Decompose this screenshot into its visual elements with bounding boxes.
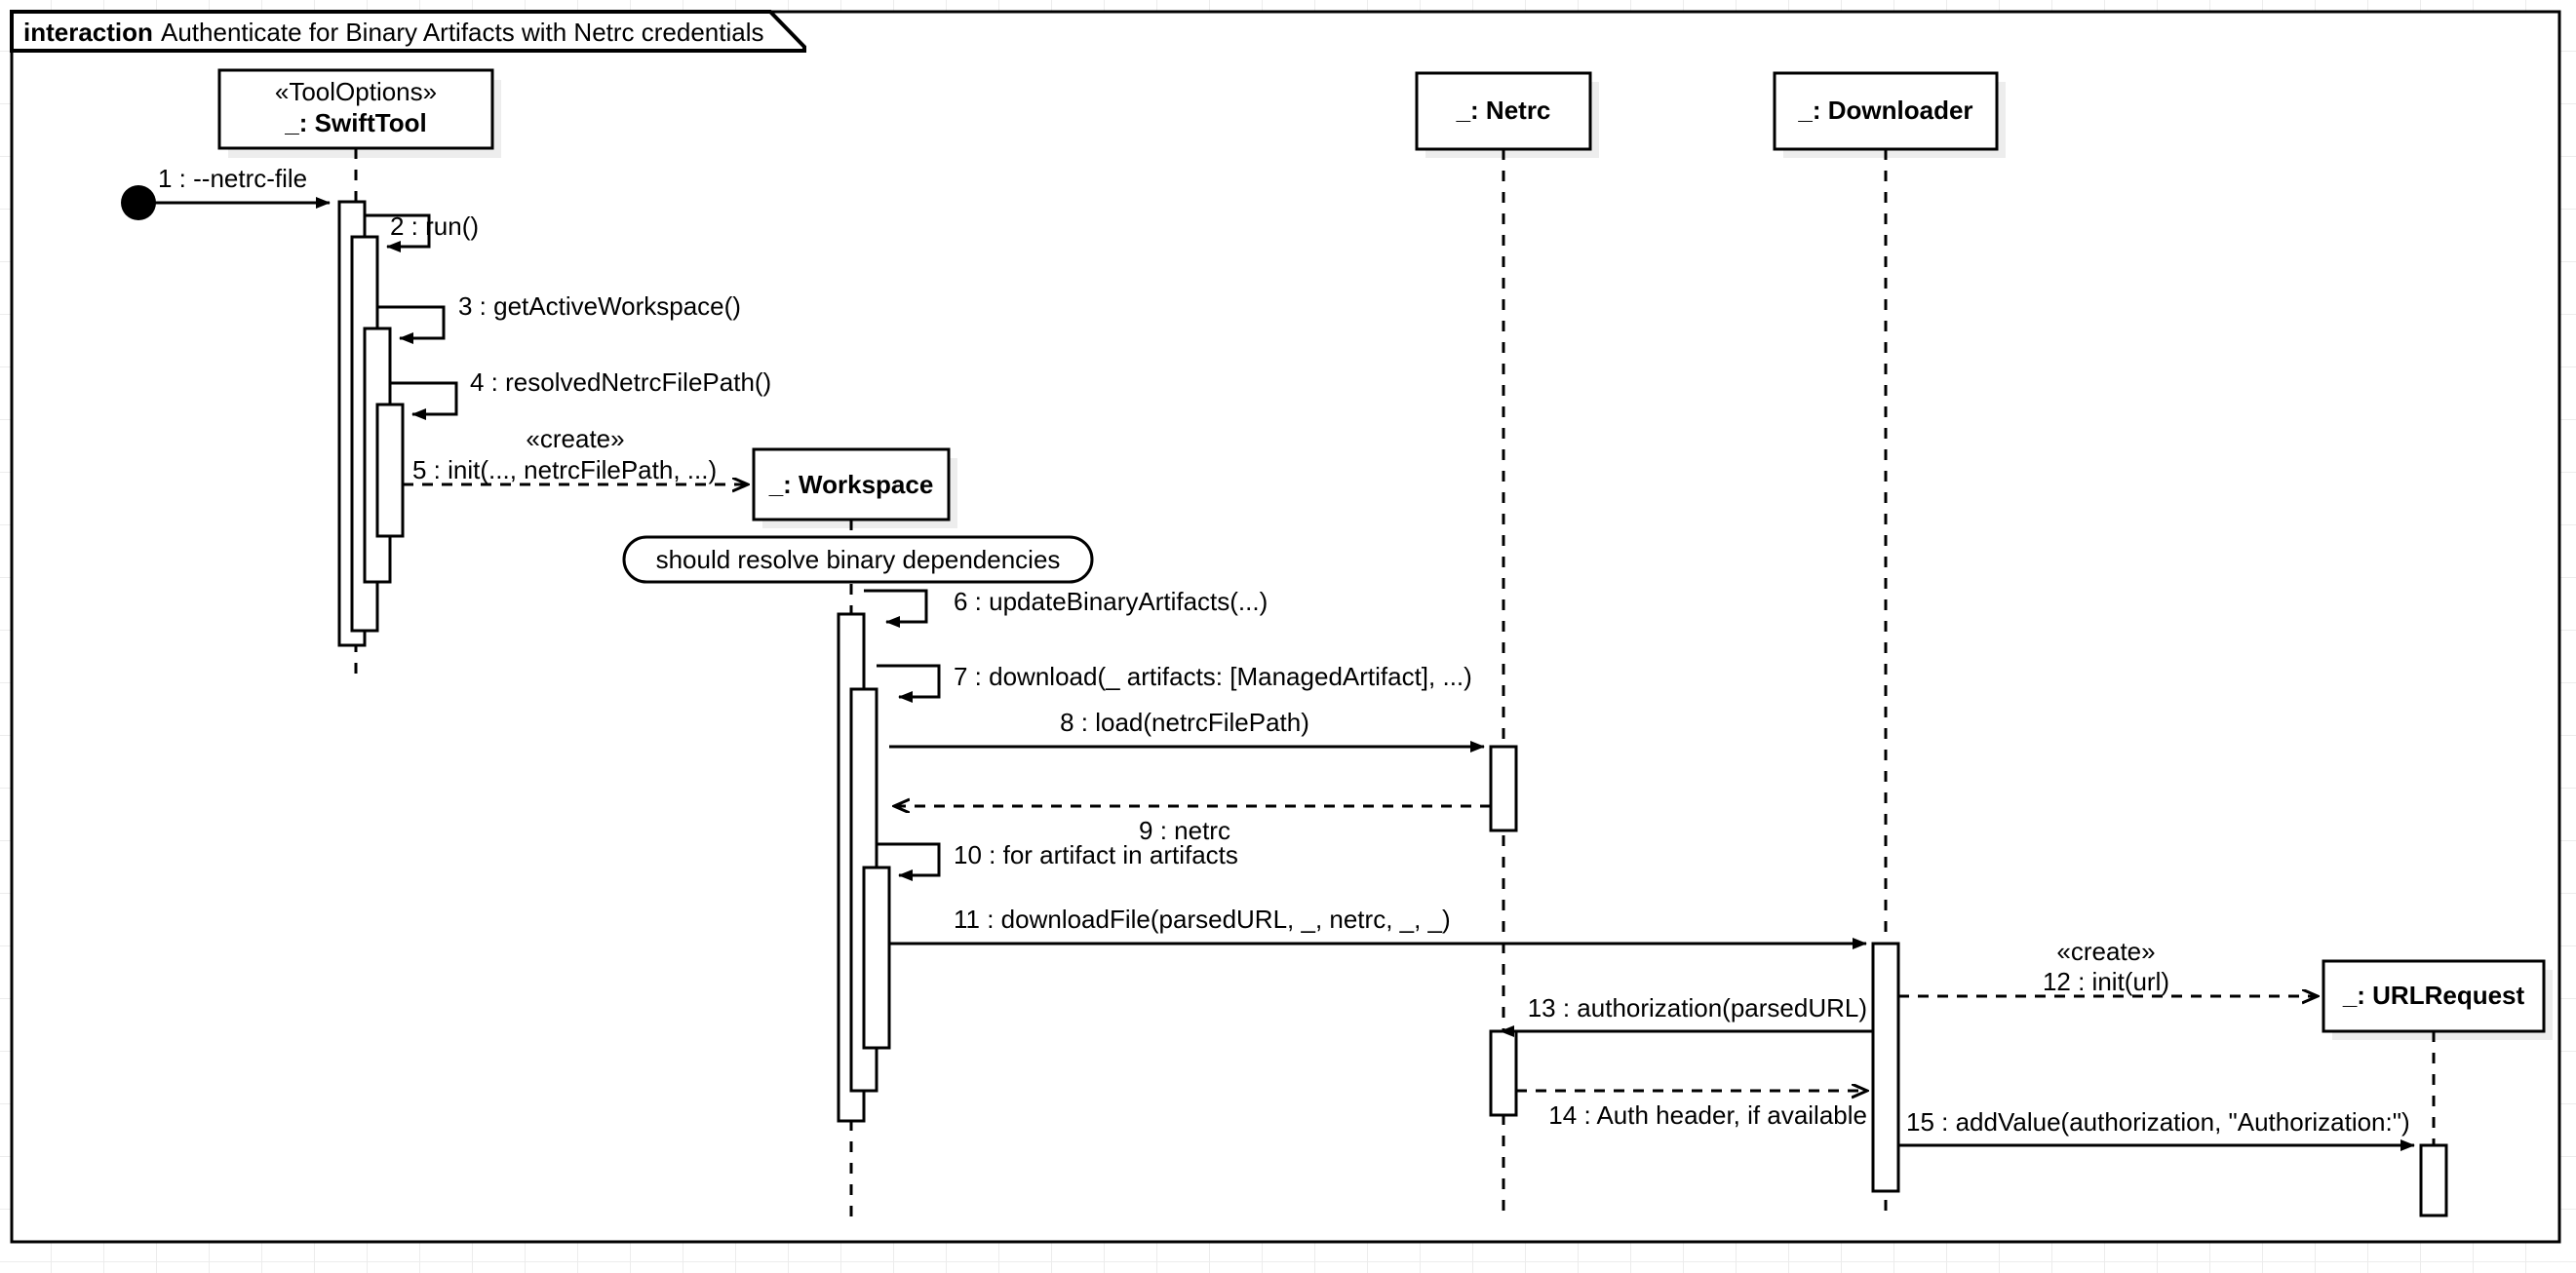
lifeline-urlrequest[interactable]: _: URLRequest (2322, 959, 2553, 1218)
state-invariant-box (622, 535, 1094, 584)
message-3-label: 3 : getActiveWorkspace() (458, 291, 741, 321)
lifeline-downloader[interactable]: _: Downloader (1773, 71, 2006, 1218)
message-13[interactable]: 13 : authorization(parsedURL) (1500, 993, 1873, 1037)
message-14[interactable]: 14 : Auth header, if available (1516, 1091, 1867, 1130)
message-10[interactable]: 10 : for artifact in artifacts (877, 840, 1238, 881)
message-1-label: 1 : --netrc-file (158, 164, 307, 193)
message-3[interactable]: 3 : getActiveWorkspace() (377, 291, 741, 344)
downloader-head-box[interactable] (1773, 71, 1999, 151)
message-6-label: 6 : updateBinaryArtifacts(...) (954, 587, 1268, 616)
message-15-label: 15 : addValue(authorization, "Authorizat… (1906, 1107, 2410, 1137)
activation-netrc-2 (1489, 1029, 1518, 1117)
message-10-label: 10 : for artifact in artifacts (954, 840, 1238, 869)
lifeline-netrc[interactable]: _: Netrc (1415, 71, 1599, 1218)
message-4-arrow[interactable] (390, 381, 458, 420)
activation-bars-downloader (1871, 942, 1900, 1193)
message-14-label: 14 : Auth header, if available (1548, 1100, 1867, 1130)
lifeline-workspace[interactable]: _: Workspace (752, 447, 957, 1218)
message-15[interactable]: 15 : addValue(authorization, "Authorizat… (1898, 1107, 2415, 1151)
message-7[interactable]: 7 : download(_ artifacts: [ManagedArtifa… (877, 662, 1472, 703)
activation-bars-workspace (837, 612, 891, 1123)
netrc-name-label: _: Netrc (1456, 96, 1551, 125)
interaction-frame: interaction Authenticate for Binary Arti… (10, 10, 2561, 1244)
activation-netrc-1 (1489, 745, 1518, 832)
urlrequest-name-label: _: URLRequest (2342, 981, 2525, 1010)
message-2-label: 2 : run() (390, 212, 479, 241)
message-12-label: 12 : init(url) (2043, 967, 2169, 996)
downloader-name-label: _: Downloader (1797, 96, 1972, 125)
message-3-arrow[interactable] (377, 305, 446, 344)
activation-bars-swifttool (337, 200, 405, 647)
message-9-label: 9 : netrc (1139, 816, 1230, 845)
message-6[interactable]: 6 : updateBinaryArtifacts(...) (864, 587, 1268, 628)
activation-urlrequest-1 (2419, 1143, 2448, 1217)
message-8[interactable]: 8 : load(netrcFilePath) (889, 708, 1485, 752)
message-1[interactable]: 1 : --netrc-file (121, 164, 331, 220)
activation-swifttool-4 (375, 403, 405, 538)
message-5-stereotype-label: «create» (526, 424, 624, 453)
workspace-name-label: _: Workspace (768, 470, 934, 499)
activation-downloader-1 (1871, 942, 1900, 1193)
message-12-stereotype-label: «create» (2056, 937, 2155, 966)
message-8-label: 8 : load(netrcFilePath) (1060, 708, 1309, 737)
urlrequest-head-box[interactable] (2322, 959, 2546, 1033)
lifeline-swifttool[interactable]: «ToolOptions» _: SwiftTool (217, 68, 501, 682)
frame-kind-label: interaction (23, 18, 153, 47)
netrc-head-box[interactable] (1415, 71, 1592, 151)
message-12[interactable]: «create» 12 : init(url) (1898, 937, 2317, 996)
message-4[interactable]: 4 : resolvedNetrcFilePath() (390, 367, 771, 420)
activation-bars-netrc (1489, 745, 1518, 1117)
message-7-label: 7 : download(_ artifacts: [ManagedArtifa… (954, 662, 1472, 691)
message-7-arrow[interactable] (877, 664, 941, 703)
activation-bars-urlrequest (2419, 1143, 2448, 1217)
frame-name-label: Authenticate for Binary Artifacts with N… (161, 18, 764, 47)
message-11[interactable]: 11 : downloadFile(parsedURL, _, netrc, _… (889, 905, 1867, 949)
message-4-label: 4 : resolvedNetrcFilePath() (470, 367, 771, 397)
message-11-label: 11 : downloadFile(parsedURL, _, netrc, _… (954, 905, 1451, 934)
message-5-label: 5 : init(..., netrcFilePath, ...) (412, 455, 717, 484)
message-6-arrow[interactable] (864, 589, 928, 628)
activation-workspace-3 (862, 866, 891, 1050)
swifttool-name-label: _: SwiftTool (284, 108, 426, 137)
message-2-arrow[interactable] (365, 213, 431, 252)
message-9[interactable]: 9 : netrc (895, 806, 1491, 845)
message-5[interactable]: «create» 5 : init(..., netrcFilePath, ..… (403, 424, 747, 484)
message-2[interactable]: 2 : run() (365, 212, 479, 252)
state-invariant-resolve-binaries: should resolve binary dependencies (622, 535, 1094, 584)
message-13-label: 13 : authorization(parsedURL) (1528, 993, 1867, 1022)
swifttool-stereotype-label: «ToolOptions» (275, 77, 437, 106)
message-10-arrow[interactable] (877, 842, 941, 881)
state-invariant-label: should resolve binary dependencies (656, 545, 1061, 574)
